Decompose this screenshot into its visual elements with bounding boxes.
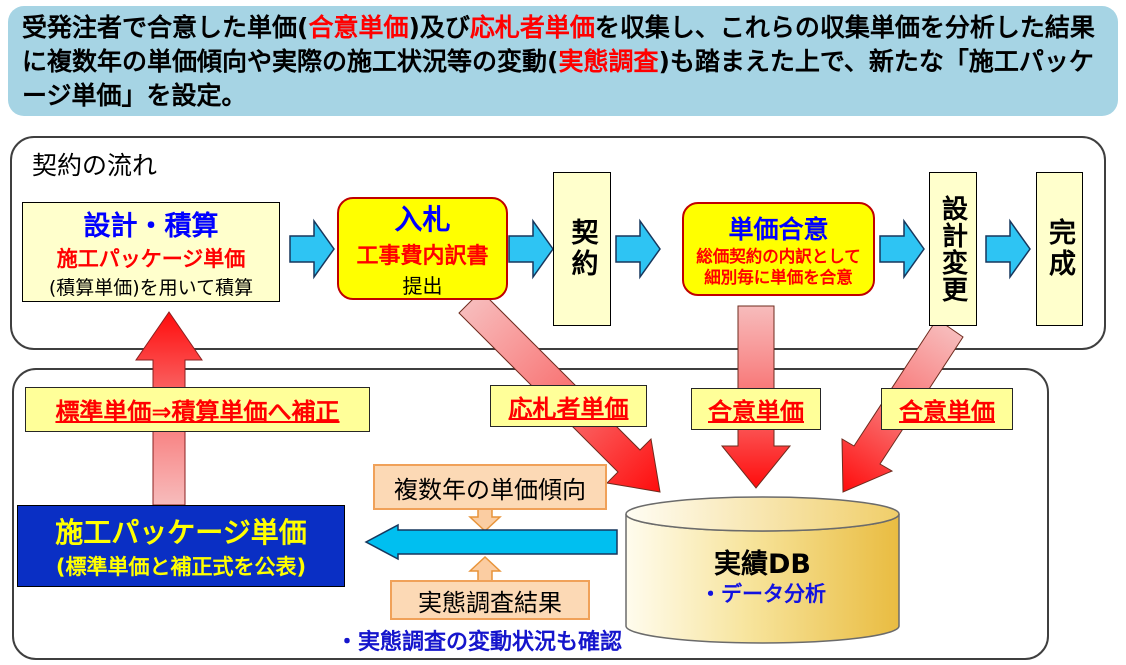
- database-subtitle: ・データ分析: [700, 582, 826, 606]
- tag-agreed-price-1: 合意単価: [691, 388, 821, 430]
- flow-box-bid: 入札 工事費内訳書 提出: [337, 197, 508, 300]
- flow-arrow-1: [289, 218, 335, 280]
- bid-box-title: 入札: [394, 203, 451, 236]
- summary-text: 受発注者で合意した単価(合意単価)及び応札者単価を収集し、これらの収集単価を分析…: [22, 11, 1104, 113]
- flow-box-design-change: 設計変更: [929, 172, 977, 326]
- flow-arrow-4: [879, 218, 925, 280]
- design-box-note: (積算単価)を用いて積算: [48, 277, 254, 299]
- flow-box-contract: 契約: [553, 172, 611, 326]
- multiyear-trend-box: 複数年の単価傾向: [373, 464, 607, 510]
- bid-box-note: 提出: [402, 274, 443, 298]
- survey-up-arrow: [468, 555, 502, 583]
- tag-agreed-price-2: 合意単価: [881, 388, 1013, 430]
- summary-banner: 受発注者で合意した単価(合意単価)及び応札者単価を収集し、これらの収集単価を分析…: [8, 6, 1118, 116]
- tag-bidder-price: 応札者単価: [490, 385, 647, 427]
- summary-highlight: 合意単価: [308, 13, 409, 42]
- agreement-box-note2: 細別毎に単価を合意: [704, 268, 853, 287]
- package-box-title: 施工パッケージ単価: [55, 516, 307, 549]
- flow-arrow-5: [985, 218, 1031, 280]
- design-box-subtitle: 施工パッケージ単価: [56, 247, 246, 271]
- agreement-box-title: 単価合意: [728, 215, 829, 244]
- summary-highlight: 実態調査: [558, 47, 659, 76]
- survey-note: ・実態調査の変動状況も確認: [336, 630, 623, 655]
- summary-highlight: 応札者単価: [469, 13, 595, 42]
- summary-segment: )及び: [408, 13, 470, 42]
- summary-segment: 受発注者で合意した単価(: [22, 13, 309, 42]
- flow-box-unit-price-agreement: 単価合意 総価契約の内訳として 細別毎に単価を合意: [682, 202, 875, 296]
- summary-segment: を収集し、これらの収集単価を分析した結果に複数年の単価傾向や実際の施工状況等の変…: [22, 13, 1095, 76]
- flow-box-design-estimate: 設計・積算 施工パッケージ単価 (積算単価)を用いて積算: [22, 202, 280, 302]
- flow-arrow-2: [508, 218, 554, 280]
- db-to-package-arrow: [364, 523, 618, 561]
- tag-standard-to-estimate-correction: 標準単価⇒積算単価へ補正: [25, 387, 370, 432]
- design-box-title: 設計・積算: [83, 211, 219, 242]
- survey-result-box: 実態調査結果: [390, 580, 590, 620]
- package-box-subtitle: (標準単価と補正式を公表): [55, 555, 307, 579]
- agreement-box-note1: 総価契約の内訳として: [696, 247, 861, 266]
- flow-arrow-3: [615, 218, 661, 280]
- contract-flow-title: 契約の流れ: [32, 151, 158, 180]
- summary-segment: )も踏まえた上で、新たな「施工パッケージ単価」を設定。: [22, 47, 1094, 110]
- flow-box-completion: 完成: [1036, 172, 1083, 326]
- database-cylinder: [625, 496, 900, 644]
- bid-box-subtitle: 工事費内訳書: [356, 244, 489, 269]
- database-title: 実績DB: [714, 549, 811, 580]
- trend-down-arrow: [468, 508, 502, 533]
- construction-package-price-box: 施工パッケージ単価 (標準単価と補正式を公表): [17, 505, 345, 587]
